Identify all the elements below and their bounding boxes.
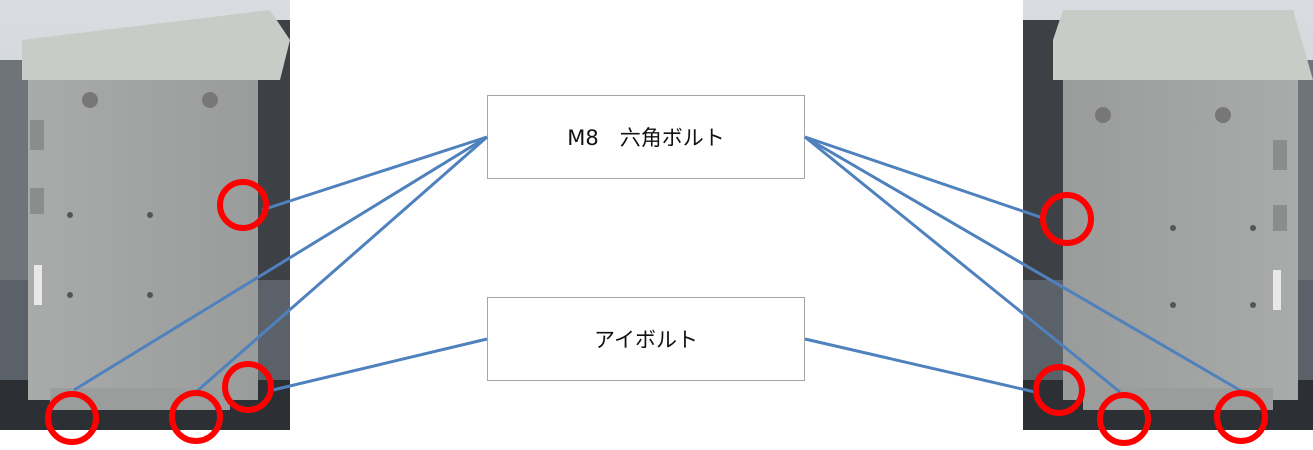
leader-line <box>804 135 1044 220</box>
leader-line <box>272 337 488 392</box>
leader-line <box>261 135 488 212</box>
hex-bolt-label: M8 六角ボルト <box>567 126 725 150</box>
eye-bolt-label: アイボルト <box>594 328 698 352</box>
leader-line <box>804 337 1036 394</box>
unit-right-side-photo <box>1023 0 1313 430</box>
eye-bolt-label-box: アイボルト <box>487 297 805 381</box>
hex-bolt-label-box: M8 六角ボルト <box>487 95 805 179</box>
unit-left-side-photo <box>0 0 290 430</box>
